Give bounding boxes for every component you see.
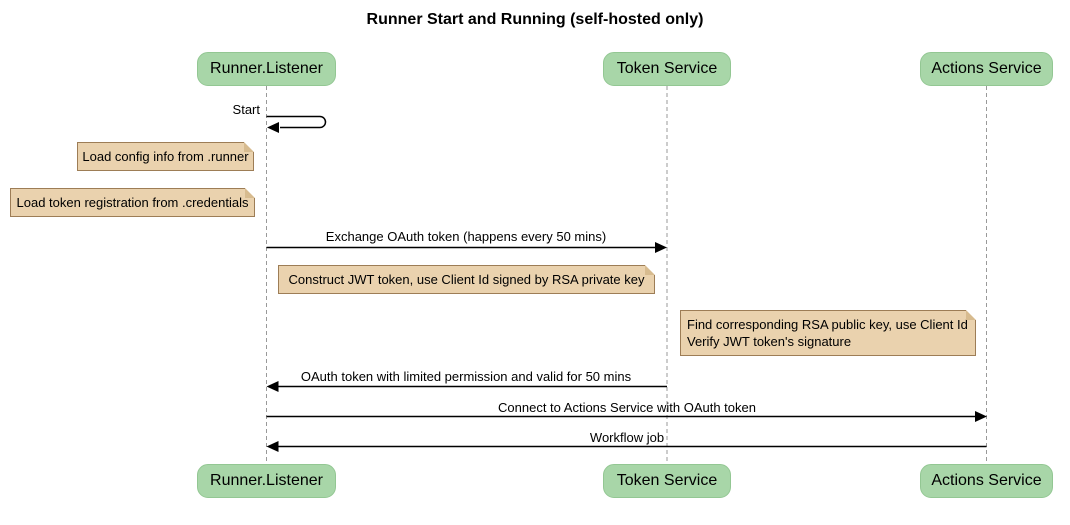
note-text: Construct JWT token, use Client Id signe…	[288, 272, 645, 287]
participant-runner-listener-top: Runner.Listener	[197, 52, 336, 86]
participant-label: Actions Service	[931, 60, 1042, 77]
participant-label: Actions Service	[931, 472, 1042, 489]
message-label-oauth-token-return: OAuth token with limited permission and …	[300, 369, 632, 384]
participant-label: Token Service	[616, 472, 718, 489]
diagram-title: Runner Start and Running (self-hosted on…	[366, 11, 704, 28]
message-arrow-oauth-token-return	[266, 381, 667, 392]
note-text-line-2: Verify JWT token's signature	[687, 334, 852, 349]
message-arrow-workflow-job	[266, 441, 987, 452]
note-load-config: Load config info from .runner	[77, 142, 254, 171]
participant-token-service-bottom: Token Service	[603, 464, 731, 498]
message-label-start: Start	[232, 102, 260, 117]
message-label-workflow-job: Workflow job	[589, 430, 665, 445]
self-message-arrow-start	[266, 115, 327, 133]
message-label-connect-actions-service: Connect to Actions Service with OAuth to…	[498, 400, 756, 415]
participant-actions-service-top: Actions Service	[920, 52, 1053, 86]
note-text-line-1: Find corresponding RSA public key, use C…	[687, 317, 968, 332]
participant-label: Runner.Listener	[210, 60, 323, 77]
note-load-token-registration: Load token registration from .credential…	[10, 188, 255, 217]
note-text: Load config info from .runner	[82, 149, 249, 164]
participant-label: Token Service	[616, 60, 718, 77]
participant-label: Runner.Listener	[210, 472, 323, 489]
participant-actions-service-bottom: Actions Service	[920, 464, 1053, 498]
participant-token-service-top: Token Service	[603, 52, 731, 86]
note-find-rsa-public-key: Find corresponding RSA public key, use C…	[680, 310, 976, 356]
message-label-exchange-oauth-token: Exchange OAuth token (happens every 50 m…	[325, 229, 607, 244]
message-arrow-connect-actions-service	[266, 411, 987, 422]
message-arrow-exchange-oauth-token	[266, 242, 667, 253]
note-text: Load token registration from .credential…	[16, 195, 249, 210]
participant-runner-listener-bottom: Runner.Listener	[197, 464, 336, 498]
note-construct-jwt: Construct JWT token, use Client Id signe…	[278, 265, 655, 294]
